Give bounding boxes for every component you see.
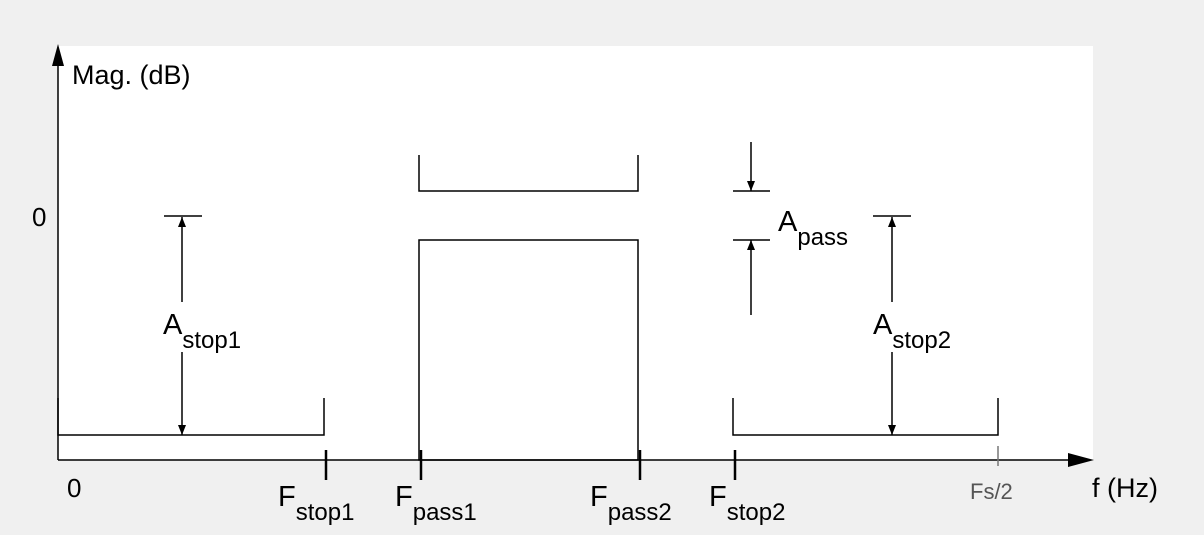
x-tick-zero: 0 bbox=[67, 473, 81, 503]
astop1-dimension bbox=[164, 215, 202, 435]
passband-upper-bracket bbox=[418, 155, 639, 192]
x-axis-label: f (Hz) bbox=[1092, 473, 1158, 503]
label-astop2: Astop2 bbox=[873, 309, 951, 354]
label-fpass1: Fpass1 bbox=[395, 481, 477, 526]
label-fstop2: Fstop2 bbox=[709, 481, 785, 526]
label-apass: Apass bbox=[778, 206, 848, 251]
y-tick-zero: 0 bbox=[32, 202, 46, 232]
stopband1-bracket bbox=[57, 398, 325, 436]
apass-dimension bbox=[733, 142, 770, 315]
label-astop1: Astop1 bbox=[163, 309, 241, 354]
passband-lower-box bbox=[418, 239, 639, 461]
y-axis-label: Mag. (dB) bbox=[72, 60, 191, 90]
x-tick-marks bbox=[324, 450, 737, 480]
plot-area bbox=[58, 46, 1093, 460]
x-tick-fs-half: Fs/2 bbox=[970, 479, 1013, 504]
label-fpass2: Fpass2 bbox=[590, 481, 672, 526]
astop2-dimension bbox=[873, 215, 911, 435]
label-fstop1: Fstop1 bbox=[278, 481, 354, 526]
x-axis-arrowhead bbox=[1068, 453, 1094, 467]
stopband2-bracket bbox=[732, 398, 999, 436]
y-axis-arrowhead bbox=[52, 44, 64, 66]
